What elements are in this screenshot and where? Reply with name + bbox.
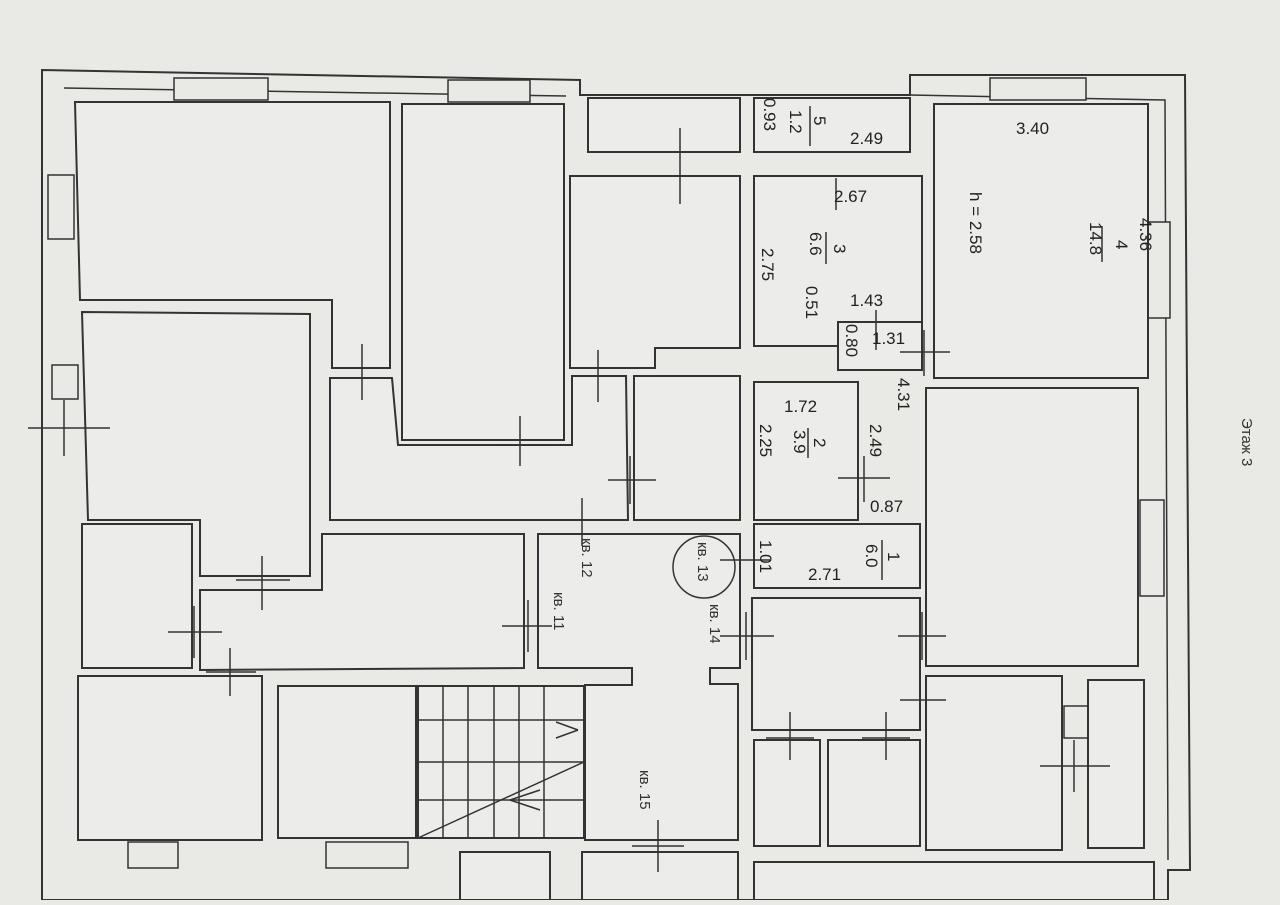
room-2-number: 2 (810, 438, 829, 447)
window (127, 841, 179, 869)
room-3-dim-c: 0.51 (802, 286, 821, 319)
room-top-middle (401, 103, 565, 441)
room-1-number: 1 (884, 552, 903, 561)
room-top-small (587, 97, 741, 153)
room-5-dim-b: 2.49 (850, 129, 883, 148)
room-left-small (81, 523, 193, 669)
room-3-dim-a: 2.67 (834, 187, 867, 206)
room-2-dim-a: 1.72 (784, 397, 817, 416)
corridor-kv12 (329, 375, 630, 521)
window (47, 174, 75, 240)
window (325, 841, 409, 869)
room-kv11 (199, 533, 525, 672)
room-3-number: 3 (830, 244, 849, 253)
window (51, 364, 79, 400)
room-bottom-c (459, 851, 551, 901)
room-3-dim-b: 2.75 (758, 248, 777, 281)
floor-label: Этаж 3 (1238, 418, 1255, 466)
room-right-low (751, 597, 921, 731)
door-marks (28, 128, 1110, 872)
room-5-dim-a: 0.93 (760, 98, 779, 131)
room-1-dim-a: 2.71 (808, 565, 841, 584)
window (447, 79, 531, 103)
dim-4-31: 4.31 (894, 378, 913, 411)
dim-0-80: 0.80 (842, 324, 861, 357)
room-right-mid (925, 387, 1139, 667)
room-4-area: 14.8 (1086, 222, 1105, 255)
dim-0-87: 0.87 (870, 497, 903, 516)
window (1145, 221, 1171, 319)
room-5-area: 1.2 (786, 110, 805, 134)
room-bottom-e (753, 861, 1155, 901)
window (1063, 705, 1089, 739)
room-4-height: h = 2.58 (966, 192, 985, 254)
room-4 (933, 103, 1149, 379)
fraction-bars (807, 106, 1103, 580)
window (989, 77, 1087, 101)
kv13-circle (672, 535, 736, 599)
room-bottom-d (581, 851, 739, 901)
kv13-label: кв. 13 (694, 542, 711, 582)
room-5 (753, 97, 911, 153)
room-left-big (80, 310, 311, 577)
room-4-dim-b: 4.36 (1136, 218, 1155, 251)
window (173, 77, 269, 101)
room-1 (753, 523, 921, 589)
room-bottom-mid (277, 685, 417, 839)
room-3-area: 6.6 (806, 232, 825, 256)
window (1139, 499, 1165, 597)
room-small-a (753, 739, 821, 847)
room-small-b (827, 739, 921, 847)
kv14-label: кв. 14 (706, 604, 723, 644)
staircase (417, 685, 585, 839)
dim-1-43: 1.43 (850, 291, 883, 310)
kv15-label: кв. 15 (636, 770, 653, 810)
room-4-dim-a: 3.40 (1016, 119, 1049, 138)
room-top-left (73, 101, 391, 369)
room-right-corner (1087, 679, 1145, 849)
room-2-area: 3.9 (790, 430, 809, 454)
room-1-dim-b: 1.01 (756, 540, 775, 573)
hall-kv13 (537, 533, 741, 841)
room-mid-small (633, 375, 741, 521)
niche-080 (837, 321, 923, 371)
room-right-bottom (925, 675, 1063, 851)
room-2-dim-b: 2.25 (756, 424, 775, 457)
room-4-number: 4 (1112, 240, 1131, 249)
dim-1-31: 1.31 (872, 329, 905, 348)
room-3 (753, 175, 923, 347)
room-2 (753, 381, 859, 521)
room-top-right-mid (569, 175, 741, 369)
kv11-label: кв. 11 (550, 592, 567, 630)
room-2-dim-c: 2.49 (866, 424, 885, 457)
room-1-area: 6.0 (862, 544, 881, 568)
room-5-number: 5 (810, 116, 829, 125)
room-bottom-left (77, 675, 263, 841)
kv12-label: кв. 12 (578, 538, 595, 578)
